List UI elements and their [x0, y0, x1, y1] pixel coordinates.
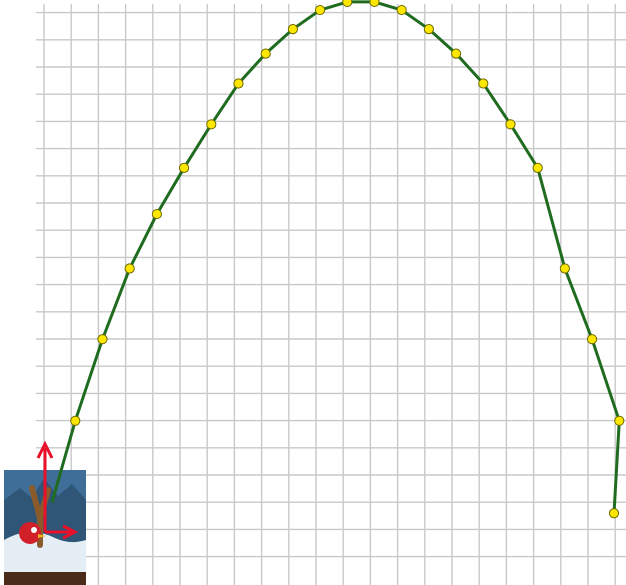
trajectory-point: [151, 208, 162, 220]
trajectory-point: [559, 263, 570, 274]
arrow-up-icon: [36, 440, 54, 532]
trajectory-point: [369, 0, 380, 8]
trajectory-point: [505, 119, 516, 130]
trajectory-point: [608, 508, 620, 519]
arrow-right-icon: [45, 524, 79, 540]
ground-strip: [4, 572, 86, 585]
trajectory-point: [206, 119, 217, 130]
red-bird-icon: [19, 522, 46, 544]
trajectory-point: [478, 78, 489, 89]
trajectory-point: [586, 334, 598, 345]
trajectory-point: [233, 78, 244, 89]
slingshot-scene: [4, 440, 86, 585]
trajectory-point: [97, 334, 108, 345]
trajectory-point: [260, 48, 271, 59]
trajectory-point: [124, 263, 135, 274]
trajectory-point: [450, 48, 462, 59]
trajectory-point: [614, 415, 625, 426]
trajectory-point: [342, 0, 353, 8]
trajectory-points: [70, 0, 625, 519]
grid-lines: [36, 4, 626, 585]
trajectory-point: [178, 162, 190, 173]
snow-ground: [4, 531, 86, 575]
trajectory-point: [287, 24, 298, 35]
trajectory-point: [314, 4, 326, 16]
trajectory-point: [423, 24, 434, 35]
trajectory-point: [532, 162, 543, 173]
trajectory-point: [70, 415, 81, 426]
trajectory-point: [396, 4, 407, 16]
